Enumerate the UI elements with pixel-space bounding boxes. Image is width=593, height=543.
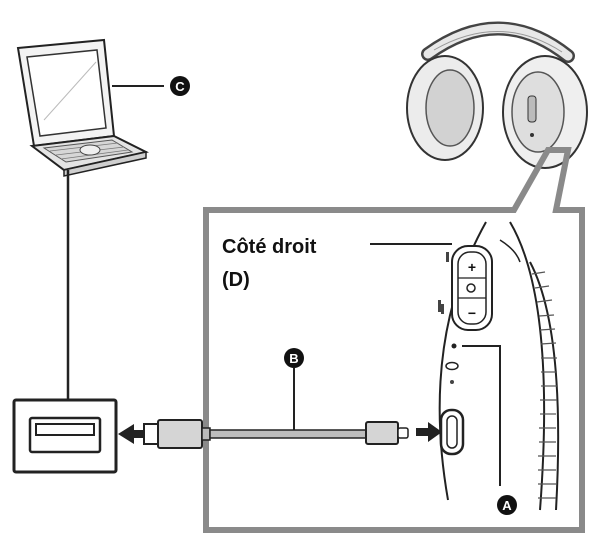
callout-b-text: B: [289, 351, 298, 366]
callout-b-badge: B: [284, 348, 304, 368]
arrow-to-usb-port: [118, 424, 148, 444]
play-button-icon: [466, 283, 476, 293]
laptop-illustration: [16, 38, 149, 177]
callout-c-badge: C: [170, 76, 190, 96]
minus-button-label: −: [468, 305, 476, 321]
volume-button-cluster: + −: [438, 245, 493, 331]
indicator-lamp: [451, 343, 457, 349]
callout-a-text: A: [502, 498, 512, 513]
callout-c-text: C: [175, 79, 185, 94]
callout-a-badge: A: [497, 495, 517, 515]
small-function-button: [445, 361, 459, 371]
usb-cable: [143, 419, 409, 449]
callout-a-leader: [462, 345, 501, 486]
usb-a-port: [12, 398, 118, 474]
zoom-frame: [203, 147, 585, 533]
arrow-to-usb-c-port: [416, 422, 442, 442]
side-label-line1: Côté droit: [222, 236, 317, 258]
headphones-illustration: [406, 21, 588, 169]
mic-hole-icon: [450, 380, 454, 384]
side-label-line2: (D): [222, 269, 250, 291]
plus-button-label: +: [468, 259, 476, 275]
